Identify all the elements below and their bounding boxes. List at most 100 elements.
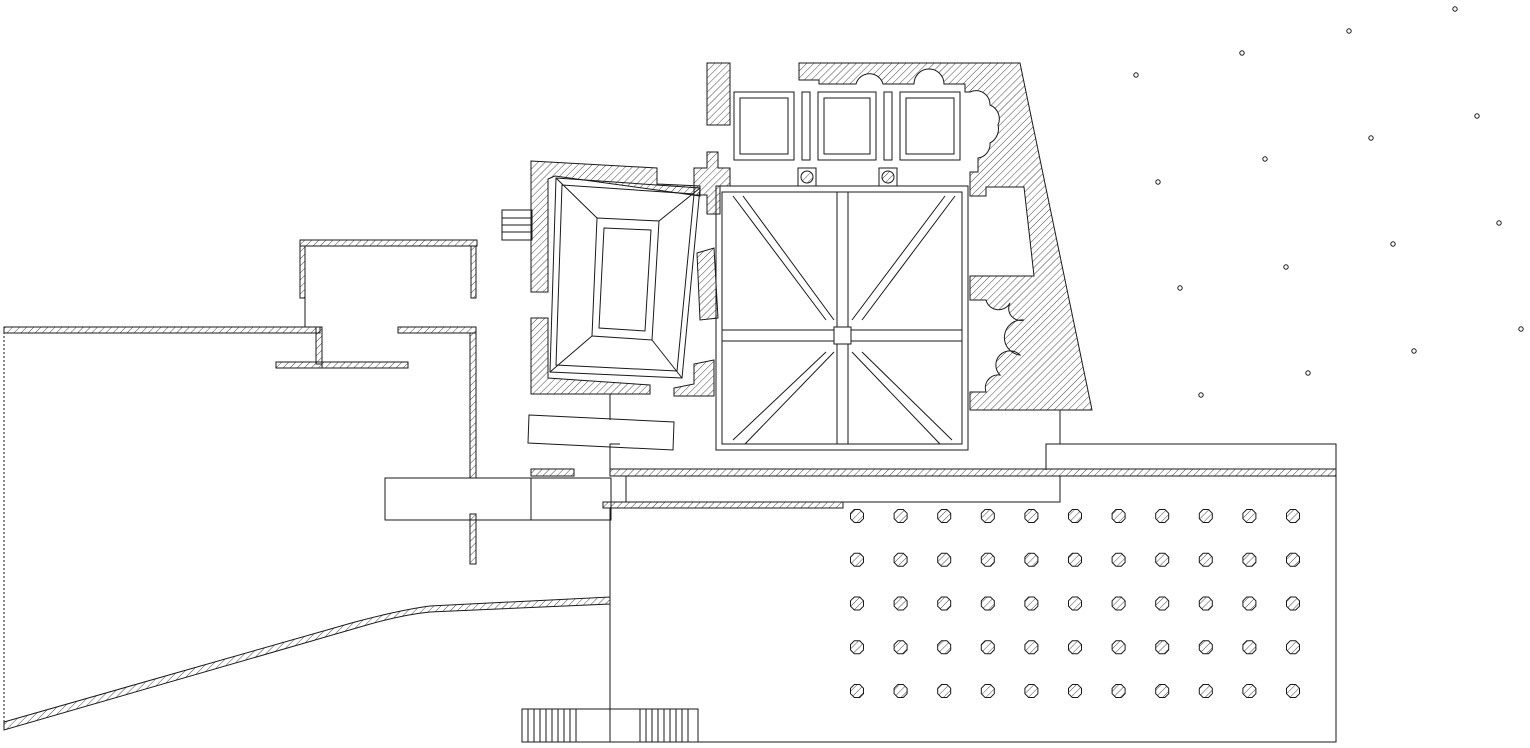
column-r1-c6: [1068, 509, 1082, 523]
column-r4-c11: [1286, 640, 1300, 655]
column-r1-c7: [1111, 509, 1126, 523]
tree-field: [1133, 6, 1524, 398]
column-r4-c5: [1024, 640, 1039, 655]
west-short-wall-a: [275, 361, 323, 369]
shrine-wall-north: [530, 160, 701, 293]
tree-mark: [1155, 179, 1161, 185]
tree-mark: [1305, 370, 1311, 376]
shrine-wall-east-upper: [696, 247, 719, 321]
column-r1-c1: [850, 509, 864, 523]
column-r5-c7: [1111, 684, 1126, 698]
pyramid-mid: [591, 217, 660, 341]
terrace-short-wall: [530, 468, 575, 477]
column-r3-c11: [1286, 596, 1300, 611]
column-r3-c3: [937, 596, 952, 611]
garden-outer: [715, 185, 969, 451]
column-r1-c10: [1242, 509, 1257, 523]
west-mid-wall: [397, 326, 477, 334]
tree-mark: [1390, 241, 1396, 247]
column-r4-c8: [1155, 640, 1170, 655]
terrace-boundary: [609, 476, 1337, 743]
column-r5-c2: [893, 684, 908, 698]
garden-fountain: [833, 326, 852, 345]
column-r1-c8: [1155, 509, 1170, 523]
pyramid-inner: [598, 227, 652, 332]
column-r2-c5: [1024, 552, 1039, 567]
shrine-wall-east-fragment: [673, 359, 715, 397]
forecourt-slab: [527, 414, 675, 451]
west-wing: [3, 239, 612, 731]
column-r1-c4: [980, 509, 995, 523]
column-r2-c2: [893, 552, 908, 567]
column-r5-c3: [937, 684, 952, 698]
column-r1-c3: [937, 509, 952, 523]
room-pilaster-2: [883, 91, 893, 161]
column-grid: [850, 509, 1300, 698]
column-r3-c4: [980, 596, 995, 611]
gateway-block: [384, 477, 612, 521]
room-3: [899, 91, 961, 161]
west-short-wall-b: [321, 361, 409, 369]
west-long-wall: [3, 326, 321, 334]
column-r2-c10: [1242, 552, 1257, 567]
column-r2-c4: [980, 552, 995, 567]
side-stair: [501, 209, 533, 241]
shrine-wall-south: [530, 317, 651, 395]
tree-mark: [1452, 6, 1458, 12]
west-pier-column: [469, 332, 477, 479]
bottom-stair-treads: [527, 709, 689, 742]
west-upper-wall: [299, 239, 478, 247]
column-r2-c1: [850, 552, 864, 567]
room-pilaster-1: [801, 91, 811, 161]
column-r3-c8: [1155, 596, 1170, 611]
column-r5-c1: [850, 684, 864, 698]
column-r5-c5: [1024, 684, 1039, 698]
column-r1-c11: [1286, 509, 1300, 523]
courtyard-wall-west: [706, 62, 731, 126]
tree-mark: [1239, 50, 1245, 56]
column-r2-c6: [1068, 552, 1082, 567]
bottom-stair-block: [521, 708, 699, 743]
west-upper-post-left: [299, 245, 306, 299]
column-r4-c1: [850, 640, 864, 655]
west-pier-column-lower: [469, 513, 477, 565]
column-r3-c10: [1242, 596, 1257, 611]
column-r4-c10: [1242, 640, 1257, 655]
tree-mark: [1474, 113, 1480, 119]
main-courtyard: [693, 62, 1093, 451]
tree-mark: [1283, 264, 1289, 270]
column-r3-c2: [893, 596, 908, 611]
courtyard-wall-northwest-step: [693, 151, 731, 215]
column-r4-c3: [937, 640, 952, 655]
garden-inner: [721, 191, 963, 445]
column-r5-c8: [1155, 684, 1170, 698]
terrace-inner-wall: [602, 501, 844, 509]
column-r5-c4: [980, 684, 995, 698]
column-r4-c9: [1198, 640, 1213, 655]
pyramid-outer: [549, 177, 701, 379]
column-r5-c10: [1242, 684, 1257, 698]
tree-mark: [1262, 156, 1268, 162]
west-step-wall: [315, 326, 323, 365]
column-r4-c2: [893, 640, 908, 655]
column-r5-c9: [1198, 684, 1213, 698]
tree-mark: [1496, 220, 1502, 226]
column-r4-c6: [1068, 640, 1082, 655]
lower-terrace: [521, 443, 1337, 743]
column-r2-c3: [937, 552, 952, 567]
tree-mark: [1346, 28, 1352, 34]
column-r2-c8: [1155, 552, 1170, 567]
tree-mark: [1198, 392, 1204, 398]
column-r3-c7: [1111, 596, 1126, 611]
terrace-long-wall: [609, 468, 1337, 477]
terrace-upper-boundary: [1045, 443, 1337, 470]
tree-mark: [1518, 326, 1524, 332]
tree-mark: [1133, 72, 1139, 78]
west-upper-post-right: [470, 245, 477, 299]
column-r2-c7: [1111, 552, 1126, 567]
column-r1-c5: [1024, 509, 1039, 523]
column-r1-c2: [893, 509, 908, 523]
tree-mark: [1411, 348, 1417, 354]
column-r4-c7: [1111, 640, 1126, 655]
